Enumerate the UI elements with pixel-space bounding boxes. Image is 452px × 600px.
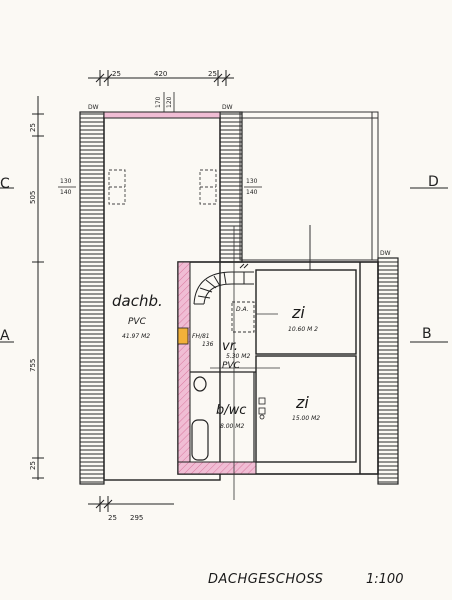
- skylight-left: [108, 169, 126, 205]
- pink-wall-left: [177, 261, 191, 475]
- skylight-right: [199, 169, 217, 205]
- bottom-dim-right: 295: [130, 514, 143, 522]
- top-dim-right: 25: [208, 70, 217, 78]
- section-marker-a: A: [0, 328, 10, 344]
- section-marker-c: C: [0, 176, 10, 192]
- room-name-bad-wc: b/wc: [216, 403, 246, 418]
- middle-roof-strip: [219, 111, 243, 263]
- right-roof-strip: [377, 257, 399, 485]
- right-roof-outline: [239, 111, 379, 270]
- room-name-zimmer-2: zi: [295, 393, 309, 412]
- room-name-zimmer-1: zi: [291, 303, 305, 322]
- room-area-zimmer-1: 10.60 M 2: [288, 326, 318, 333]
- zimmer-outlines: [255, 262, 361, 474]
- room-floor-vorraum: PVC: [222, 361, 241, 371]
- left-dimension-line: [32, 96, 44, 480]
- drawing-scale: 1:100: [366, 572, 403, 587]
- window-label-right-top: DW: [222, 104, 233, 111]
- window-size-right-2: 140: [246, 189, 258, 196]
- room-area-bad-wc: 8.00 M2: [220, 423, 244, 430]
- bottom-dim-left: 25: [108, 514, 117, 522]
- dachausstieg-label: D.A.: [236, 306, 249, 313]
- left-roof-strip: [79, 111, 105, 485]
- pink-wall-bottom: [177, 461, 257, 475]
- dachausstieg-box: [231, 301, 255, 333]
- top-dim-left: 25: [112, 70, 121, 78]
- axis-lines: [210, 226, 280, 500]
- window-size-left-1: 130: [60, 178, 72, 185]
- staircase: [193, 271, 254, 305]
- left-dim-bottom: 25: [29, 461, 37, 470]
- bottom-dimension-line: [88, 496, 174, 512]
- left-dim-upper: 505: [29, 191, 37, 204]
- door-annotation-a: FH/81: [192, 333, 210, 340]
- orange-door-marker: [177, 327, 189, 345]
- door-annotation-b: 136: [202, 341, 214, 348]
- top-dim-middle: 420: [154, 70, 167, 78]
- left-dim-top: 25: [29, 123, 37, 132]
- top-wall-pink: [103, 111, 221, 119]
- room-name-vorraum: vr.: [222, 339, 238, 354]
- left-dim-lower: 755: [29, 359, 37, 372]
- room-floor-dachboden: PVC: [128, 317, 147, 327]
- stair-arrow-icon: [239, 263, 249, 269]
- room-area-dachboden: 41.97 M2: [122, 333, 150, 340]
- window-size-right-1: 130: [246, 178, 258, 185]
- window-label-left-top: DW: [88, 104, 99, 111]
- section-marker-d: D: [428, 174, 439, 190]
- room-area-zimmer-2: 15.00 M2: [292, 415, 320, 422]
- section-marker-b: B: [422, 326, 432, 342]
- window-label-right-mid: DW: [380, 250, 391, 257]
- top-dimension-line: [88, 70, 234, 86]
- room-area-vorraum: 5.30 M2: [226, 353, 250, 360]
- top-mini-dim-b: 120: [166, 96, 173, 108]
- top-mini-dim-a: 170: [155, 96, 162, 108]
- electrical-symbols: [258, 397, 266, 420]
- window-size-left-2: 140: [60, 189, 72, 196]
- drawing-title: DACHGESCHOSS: [208, 572, 323, 587]
- bath-outline: [190, 371, 256, 462]
- room-name-dachboden: dachb.: [112, 292, 163, 310]
